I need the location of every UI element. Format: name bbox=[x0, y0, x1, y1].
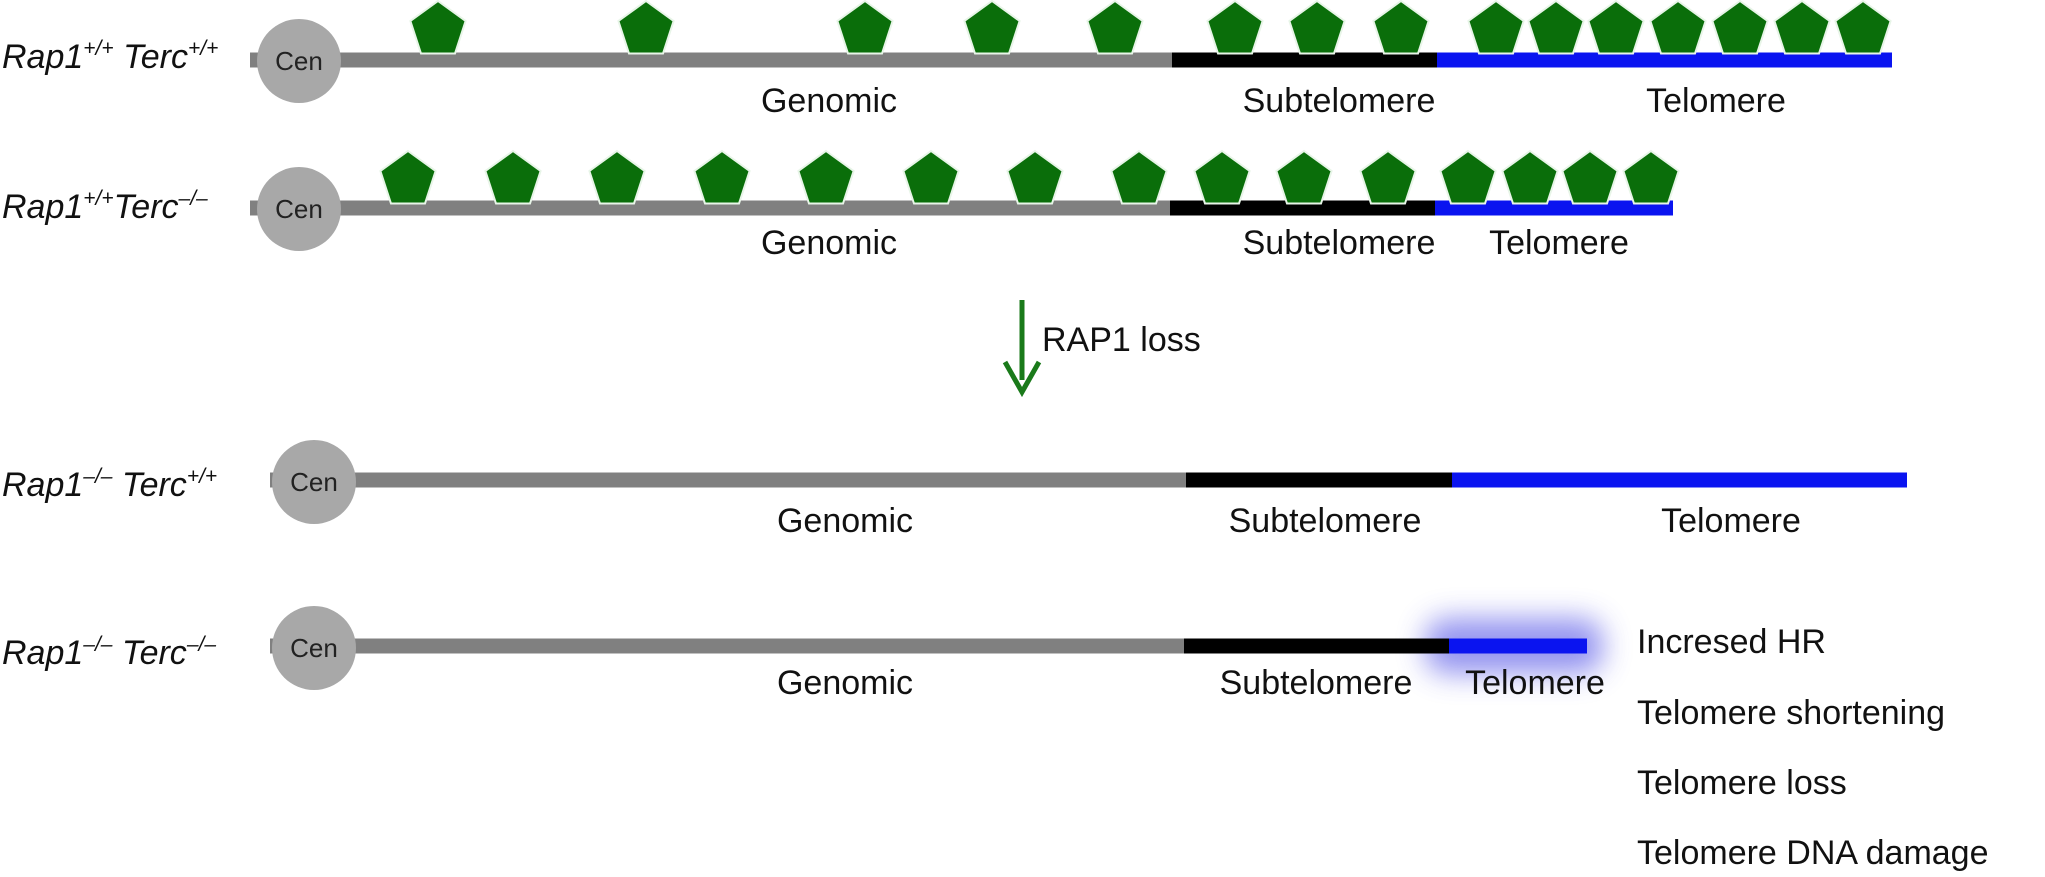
row-1: Rap1+/+ Terc+/+ Cen Genomic Subtelomere … bbox=[2, 0, 1892, 120]
row-3: Rap1–/– Terc+/+ Cen Genomic Subtelomere … bbox=[2, 440, 1907, 540]
row-1-subtelomere-label: Subtelomere bbox=[1243, 82, 1436, 120]
row-4-subtelomere-label: Subtelomere bbox=[1220, 664, 1413, 702]
outcome-item: Telomere shortening bbox=[1637, 694, 1945, 732]
transition-label: RAP1 loss bbox=[1042, 321, 1201, 359]
binding-site-pentagon bbox=[1527, 0, 1585, 55]
row-2-subtelomere-label: Subtelomere bbox=[1243, 224, 1436, 262]
row-2-genotype: Rap1+/+Terc–/– bbox=[2, 187, 208, 226]
binding-site-pentagon bbox=[1834, 0, 1892, 55]
row-4-genotype: Rap1–/– Terc–/– bbox=[2, 633, 216, 672]
binding-site-pentagon bbox=[1773, 0, 1831, 55]
binding-site-pentagon bbox=[693, 149, 751, 205]
row-4-genomic-label: Genomic bbox=[777, 664, 913, 702]
row-1-binding-sites bbox=[409, 0, 1892, 55]
rap1-loss-transition: RAP1 loss bbox=[1002, 300, 1201, 398]
row-2: Rap1+/+Terc–/– Cen Genomic Subtelomere T… bbox=[2, 149, 1680, 262]
row-2-genomic-label: Genomic bbox=[761, 224, 897, 262]
binding-site-pentagon bbox=[1439, 149, 1497, 205]
binding-site-pentagon bbox=[1288, 0, 1346, 55]
binding-site-pentagon bbox=[902, 149, 960, 205]
row-2-centromere-label: Cen bbox=[275, 194, 323, 224]
outcome-item: Incresed HR bbox=[1637, 623, 1826, 661]
down-arrow-head-icon bbox=[1002, 360, 1042, 398]
binding-site-pentagon bbox=[1467, 0, 1525, 55]
row-3-genomic-label: Genomic bbox=[777, 502, 913, 540]
binding-site-pentagon bbox=[379, 149, 437, 205]
binding-site-pentagon bbox=[963, 0, 1021, 55]
binding-site-pentagon bbox=[1206, 0, 1264, 55]
outcomes-list: Incresed HR Telomere shortening Telomere… bbox=[1637, 623, 1989, 872]
binding-site-pentagon bbox=[836, 0, 894, 55]
row-3-centromere-label: Cen bbox=[290, 467, 338, 497]
binding-site-pentagon bbox=[409, 0, 467, 55]
binding-site-pentagon bbox=[588, 149, 646, 205]
row-3-centromere bbox=[272, 440, 356, 524]
row-2-telomere-label: Telomere bbox=[1489, 224, 1629, 262]
binding-site-pentagon bbox=[1561, 149, 1619, 205]
binding-site-pentagon bbox=[1711, 0, 1769, 55]
binding-site-pentagon bbox=[1372, 0, 1430, 55]
row-1-telomere-label: Telomere bbox=[1646, 82, 1786, 120]
binding-site-pentagon bbox=[484, 149, 542, 205]
binding-site-pentagon bbox=[1622, 149, 1680, 205]
row-4-telomere-label: Telomere bbox=[1465, 664, 1605, 702]
binding-site-pentagon bbox=[1359, 149, 1417, 205]
binding-site-pentagon bbox=[1110, 149, 1168, 205]
binding-site-pentagon bbox=[1587, 0, 1645, 55]
row-2-binding-sites bbox=[379, 149, 1680, 205]
row-2-centromere bbox=[257, 167, 341, 251]
row-3-telomere-label: Telomere bbox=[1661, 502, 1801, 540]
binding-site-pentagon bbox=[1006, 149, 1064, 205]
row-1-genotype: Rap1+/+ Terc+/+ bbox=[2, 37, 218, 76]
row-4-centromere bbox=[272, 606, 356, 690]
row-4: Rap1–/– Terc–/– Cen Genomic Subtelomere … bbox=[2, 606, 1605, 702]
binding-site-pentagon bbox=[1086, 0, 1144, 55]
row-1-genomic-label: Genomic bbox=[761, 82, 897, 120]
binding-site-pentagon bbox=[1501, 149, 1559, 205]
outcome-item: Telomere loss bbox=[1637, 764, 1847, 802]
row-1-centromere-label: Cen bbox=[275, 46, 323, 76]
binding-site-pentagon bbox=[617, 0, 675, 55]
row-4-centromere-label: Cen bbox=[290, 633, 338, 663]
row-1-centromere bbox=[257, 19, 341, 103]
row-3-genotype: Rap1–/– Terc+/+ bbox=[2, 465, 217, 504]
binding-site-pentagon bbox=[1193, 149, 1251, 205]
binding-site-pentagon bbox=[1649, 0, 1707, 55]
outcome-item: Telomere DNA damage bbox=[1637, 834, 1989, 872]
row-3-subtelomere-label: Subtelomere bbox=[1229, 502, 1422, 540]
binding-site-pentagon bbox=[797, 149, 855, 205]
binding-site-pentagon bbox=[1275, 149, 1333, 205]
